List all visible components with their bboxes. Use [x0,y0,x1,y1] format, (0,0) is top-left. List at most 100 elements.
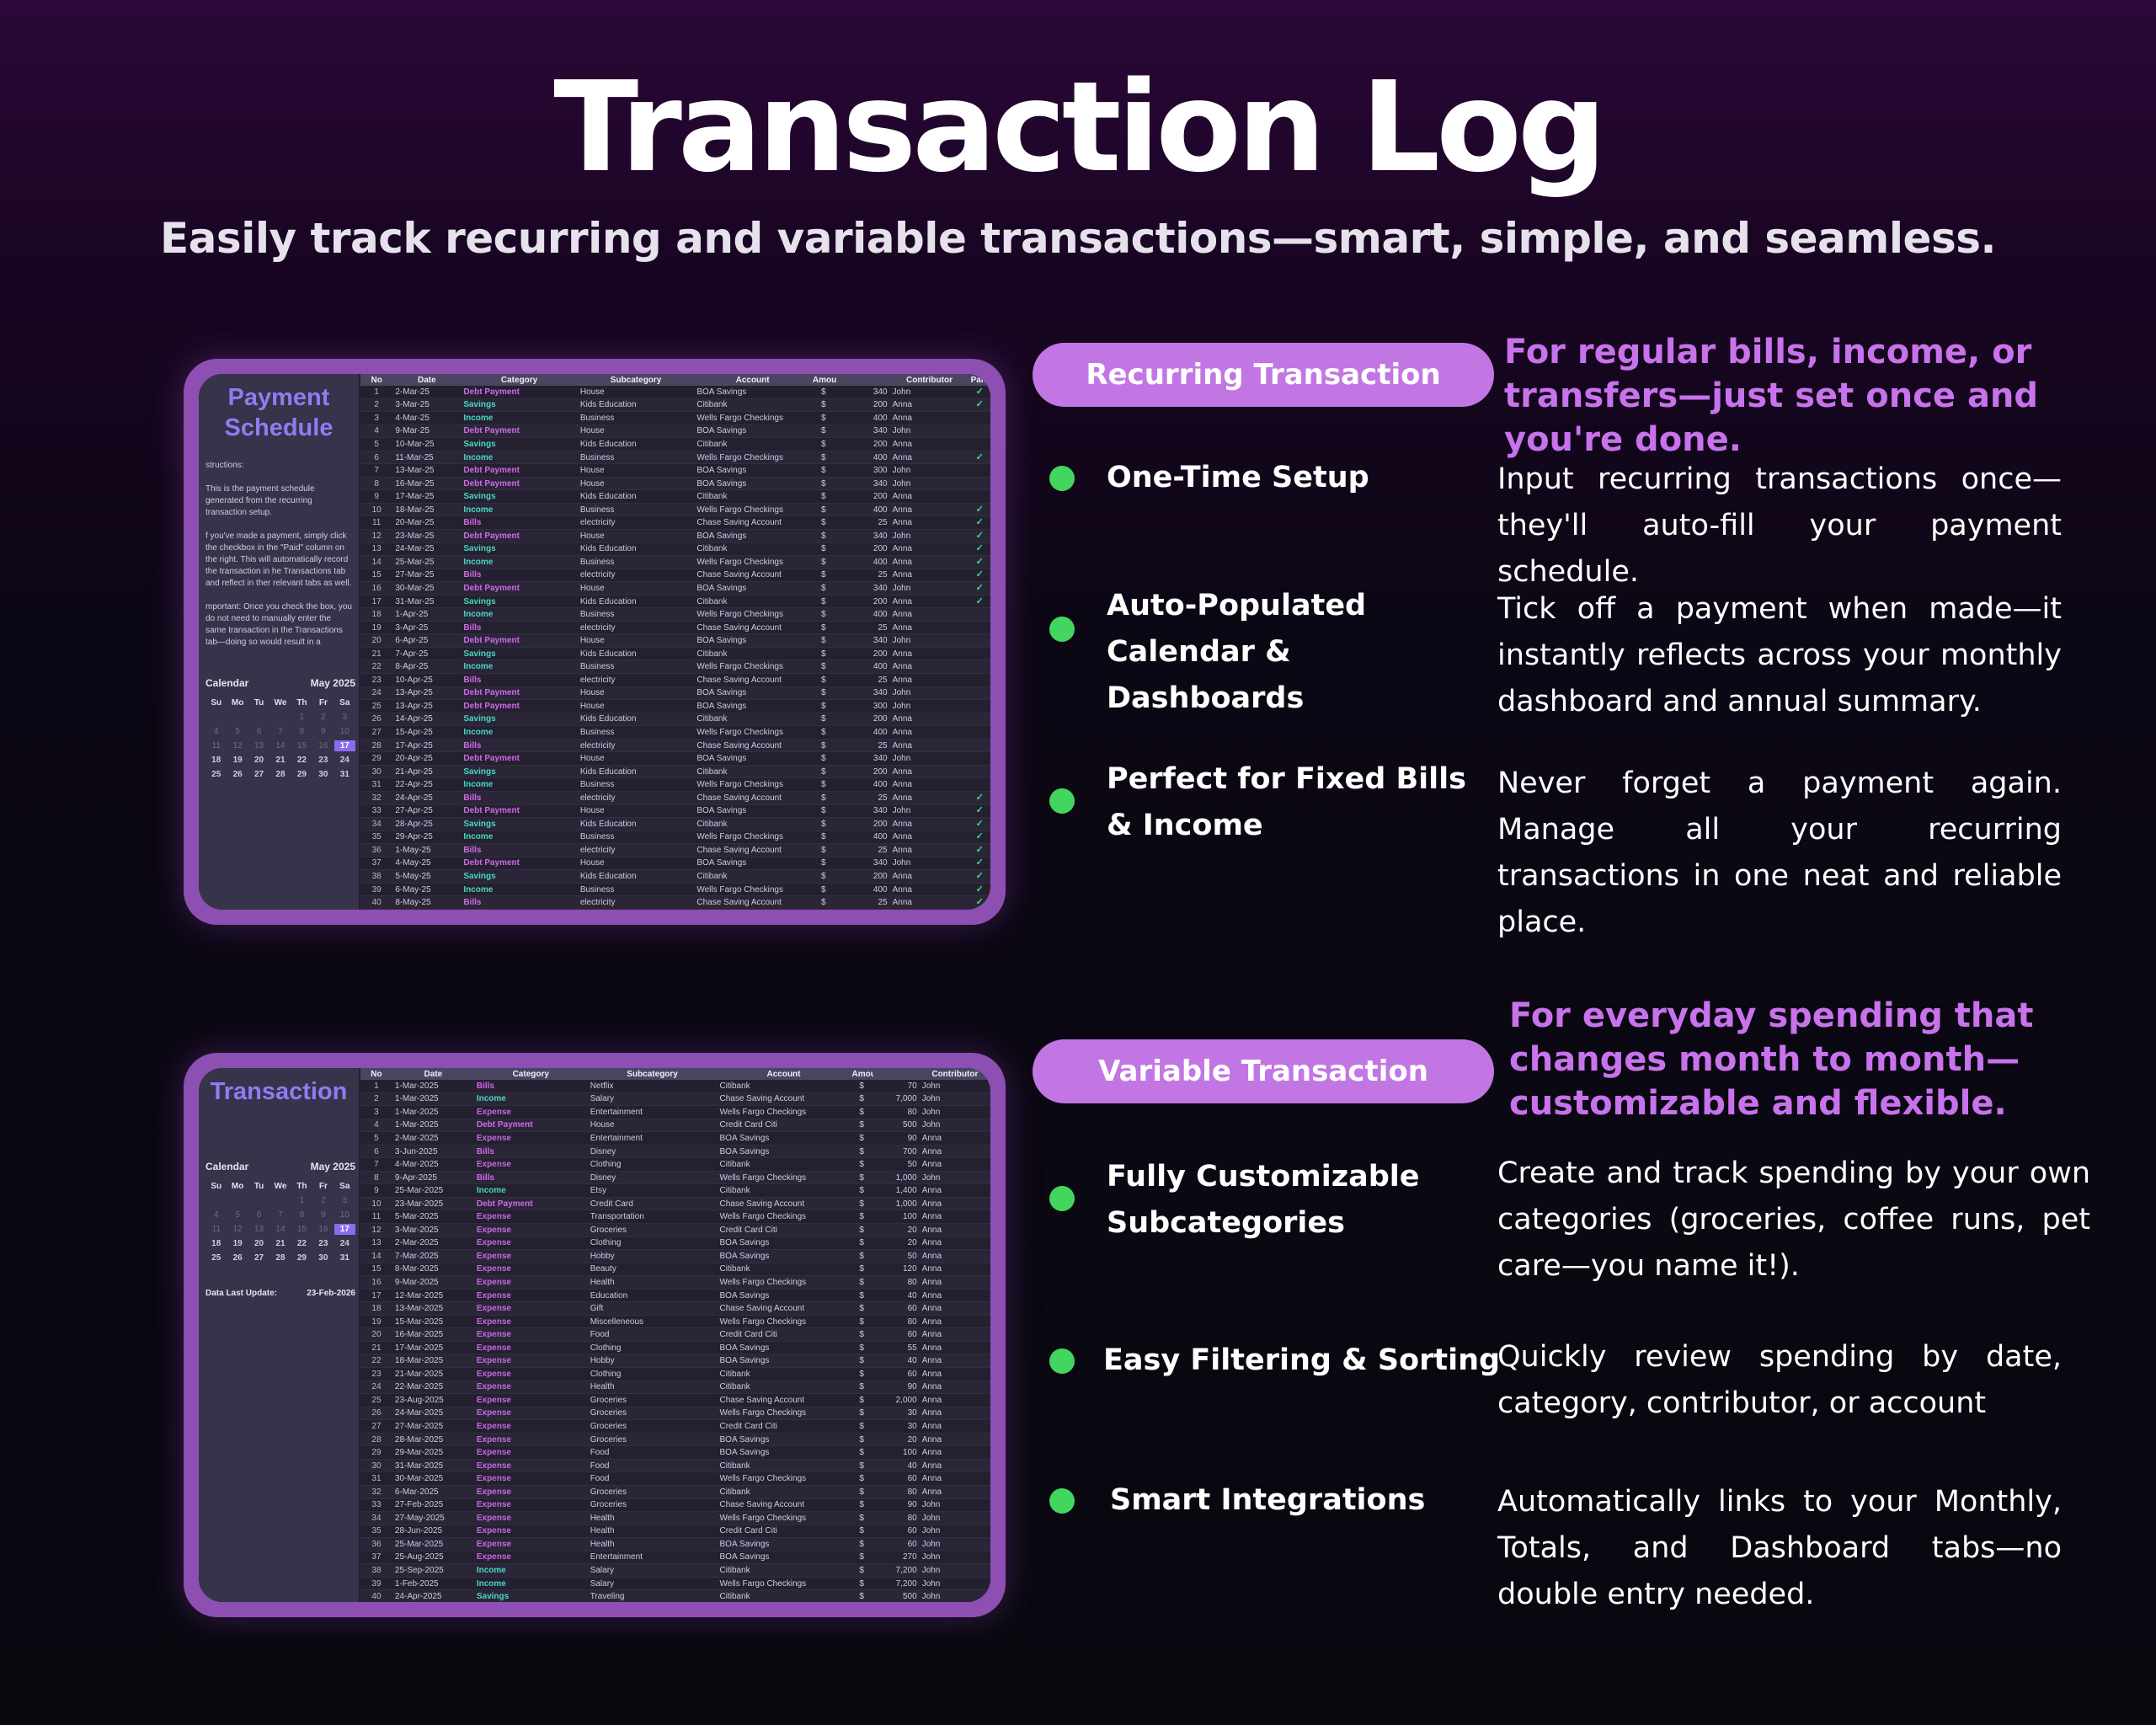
column-header[interactable]: Account [717,1068,851,1080]
paid-checkbox[interactable]: ✓ [969,398,990,413]
calendar-day[interactable]: 1 [299,713,305,722]
calendar-day[interactable]: 17 [334,740,355,751]
calendar-day[interactable]: 6 [256,1210,262,1220]
calendar-day[interactable]: 23 [318,1239,328,1248]
calendar-day[interactable]: 30 [318,770,328,779]
calendar-day[interactable]: 14 [275,741,286,750]
calendar-day[interactable]: 19 [232,1239,243,1248]
column-header[interactable]: Date [392,374,462,386]
calendar-day[interactable]: 11 [211,741,221,750]
column-header[interactable]: Amount [810,374,836,386]
paid-checkbox[interactable] [969,633,990,648]
column-header[interactable]: Category [473,1068,588,1080]
column-header[interactable]: Amount [850,1068,873,1080]
column-header[interactable]: Date [392,1068,474,1080]
calendar-day[interactable]: 13 [254,1225,264,1234]
calendar-day[interactable]: 31 [339,1253,350,1263]
paid-checkbox[interactable] [969,607,990,622]
calendar-day[interactable]: 17 [334,1224,355,1235]
column-header[interactable]: Category [461,374,578,386]
calendar-day[interactable]: 25 [211,1253,221,1263]
calendar-day[interactable]: 2 [321,713,326,722]
calendar-day[interactable]: 22 [296,756,307,765]
calendar-day[interactable]: 22 [296,1239,307,1248]
paid-checkbox[interactable]: ✓ [969,529,990,543]
paid-checkbox[interactable] [969,725,990,740]
calendar-day[interactable]: 9 [321,727,326,736]
calendar-day[interactable]: 1 [299,1196,305,1205]
paid-checkbox[interactable] [969,739,990,753]
calendar-day[interactable]: 5 [235,1210,240,1220]
paid-checkbox[interactable]: ✓ [969,451,990,465]
calendar-day[interactable]: 20 [254,756,264,765]
calendar-day[interactable]: 18 [211,756,221,765]
calendar-day[interactable]: 19 [232,756,243,765]
paid-checkbox[interactable]: ✓ [969,830,990,845]
calendar-day[interactable]: 11 [211,1225,221,1234]
paid-checkbox[interactable] [969,686,990,701]
calendar-day[interactable]: 27 [254,1253,264,1263]
calendar-day[interactable]: 8 [299,1210,305,1220]
calendar-day[interactable]: 24 [339,756,350,765]
paid-checkbox[interactable]: ✓ [969,817,990,831]
calendar-day[interactable]: 5 [235,727,240,736]
calendar-day[interactable]: 9 [321,1210,326,1220]
calendar-day[interactable]: 10 [339,1210,350,1220]
paid-checkbox[interactable] [969,621,990,635]
column-header[interactable]: Subcategory [587,1068,718,1080]
calendar-day[interactable]: 25 [211,770,221,779]
calendar-day[interactable]: 7 [278,1210,283,1220]
paid-checkbox[interactable]: ✓ [969,595,990,609]
paid-checkbox[interactable] [969,463,990,478]
paid-checkbox[interactable] [969,699,990,713]
paid-checkbox[interactable]: ✓ [969,791,990,805]
paid-checkbox[interactable] [969,660,990,675]
calendar-day[interactable]: 4 [213,1210,219,1220]
calendar-day[interactable]: 26 [232,1253,243,1263]
calendar-day[interactable]: 28 [275,770,286,779]
calendar-day[interactable]: 30 [318,1253,328,1263]
paid-checkbox[interactable]: ✓ [969,386,990,399]
calendar-day[interactable]: 29 [296,1253,307,1263]
paid-checkbox[interactable] [969,425,990,439]
paid-checkbox[interactable]: ✓ [969,515,990,531]
calendar-day[interactable]: 27 [254,770,264,779]
paid-checkbox[interactable]: ✓ [969,804,990,819]
paid-checkbox[interactable] [969,647,990,661]
paid-checkbox[interactable] [969,437,990,451]
calendar-day[interactable]: 20 [254,1239,264,1248]
paid-checkbox[interactable]: ✓ [969,883,990,897]
paid-checkbox[interactable] [969,489,990,504]
calendar-day[interactable]: 13 [254,741,264,750]
calendar-day[interactable]: 23 [318,756,328,765]
calendar-day[interactable]: 24 [339,1239,350,1248]
calendar-day[interactable]: 14 [275,1225,286,1234]
calendar-day[interactable]: 2 [321,1196,326,1205]
calendar-day[interactable]: 12 [232,741,243,750]
column-header[interactable] [835,374,890,386]
calendar-day[interactable]: 29 [296,770,307,779]
column-header[interactable] [873,1068,920,1080]
paid-checkbox[interactable]: ✓ [969,869,990,884]
paid-checkbox[interactable] [969,477,990,491]
column-header[interactable]: No [360,374,393,386]
paid-checkbox[interactable]: ✓ [969,555,990,569]
column-header[interactable]: Subcategory [577,374,695,386]
calendar-day[interactable]: 8 [299,727,305,736]
calendar-day[interactable]: 26 [232,770,243,779]
paid-checkbox[interactable] [969,673,990,687]
paid-checkbox[interactable]: ✓ [969,895,990,910]
column-header[interactable]: No [360,1068,392,1080]
calendar-day[interactable]: 21 [275,756,286,765]
calendar-day[interactable]: 16 [318,741,328,750]
calendar-day[interactable]: 18 [211,1239,221,1248]
paid-checkbox[interactable]: ✓ [969,843,990,857]
paid-checkbox[interactable]: ✓ [969,857,990,871]
calendar-day[interactable]: 3 [342,1196,348,1205]
paid-checkbox[interactable] [969,777,990,792]
column-header[interactable]: Contributor [889,374,969,386]
calendar-day[interactable]: 4 [213,727,219,736]
column-header[interactable]: Paid [969,374,990,386]
calendar-day[interactable]: 12 [232,1225,243,1234]
calendar-day[interactable]: 10 [339,727,350,736]
